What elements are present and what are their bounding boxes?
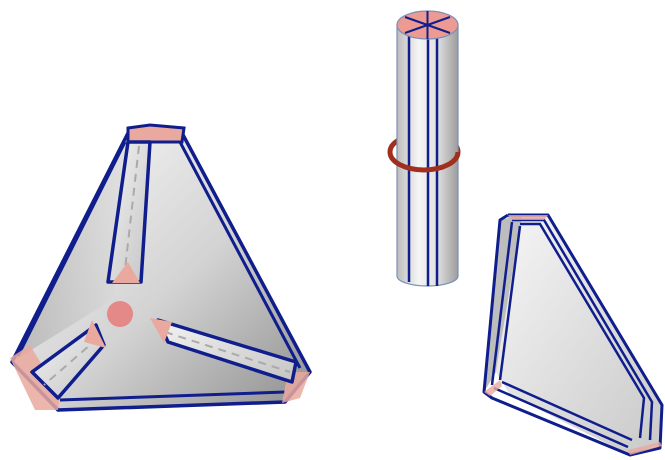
tetrahedron-top-cap [128,125,184,142]
cylinder-with-ring [390,11,458,286]
slab-front-face [496,215,662,455]
slab-top-corner [508,215,548,220]
center-disc [107,301,133,327]
triangular-slab [484,215,662,455]
truncated-tetrahedron-frame [10,125,310,410]
